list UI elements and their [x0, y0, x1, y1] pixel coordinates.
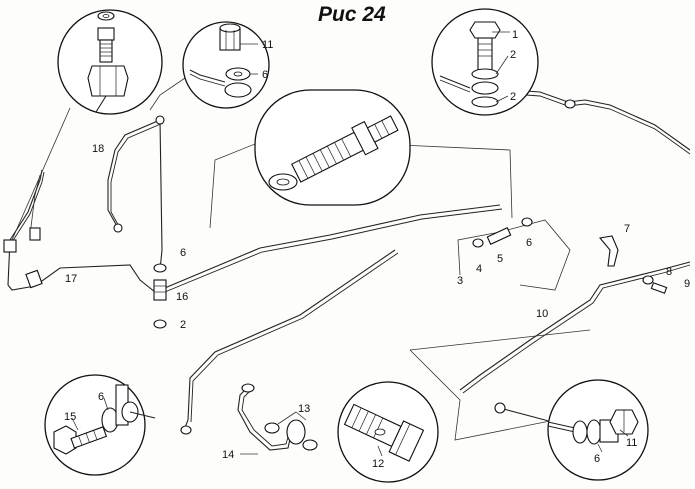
callout-6-left: 6	[180, 247, 186, 259]
callout-11-top: 11	[262, 39, 273, 51]
callout-16: 16	[176, 291, 188, 303]
detail-circle-bottom-left	[44, 374, 156, 476]
callout-5: 5	[497, 253, 503, 265]
detail-circle-top-left	[57, 9, 163, 115]
detail-circle-bottom-right	[547, 379, 649, 481]
callout-10: 10	[536, 308, 548, 320]
callout-2-lower: 2	[510, 91, 516, 103]
callout-18: 18	[92, 143, 104, 155]
callout-4: 4	[476, 263, 482, 275]
callout-6-bottom-right: 6	[594, 453, 600, 465]
small-fittings	[3, 99, 668, 435]
callout-17: 17	[65, 273, 77, 285]
callout-6-bottom-left: 6	[98, 391, 104, 403]
callout-13: 13	[298, 403, 310, 415]
callout-6-top: 6	[262, 69, 268, 81]
callout-6-mid: 6	[526, 237, 532, 249]
figure-title: Рис 24	[318, 3, 386, 26]
detail-circle-bolt-12	[337, 381, 439, 483]
callout-7: 7	[624, 223, 630, 235]
callout-14: 14	[222, 449, 234, 461]
brake-pipe-network	[7, 77, 691, 441]
callout-1: 1	[512, 29, 518, 41]
callout-9: 9	[684, 278, 690, 290]
callout-15: 15	[64, 411, 76, 423]
callout-2-top: 2	[510, 49, 516, 61]
callout-11-bottom: 11	[626, 437, 637, 449]
detail-circle-banjo-bolt	[431, 8, 539, 116]
callout-labels: 1 2 2 11 6 18 17 6 16 2 3 4 5 6 7 8 9 10…	[64, 29, 690, 470]
callout-3: 3	[457, 275, 463, 287]
detail-bolt-enlarged	[254, 89, 411, 206]
pipe-assembly-14	[237, 383, 318, 455]
callout-12: 12	[372, 458, 384, 470]
detail-circle-nut-washer	[182, 21, 270, 109]
callout-8: 8	[666, 266, 672, 278]
callout-2-left: 2	[180, 319, 186, 331]
